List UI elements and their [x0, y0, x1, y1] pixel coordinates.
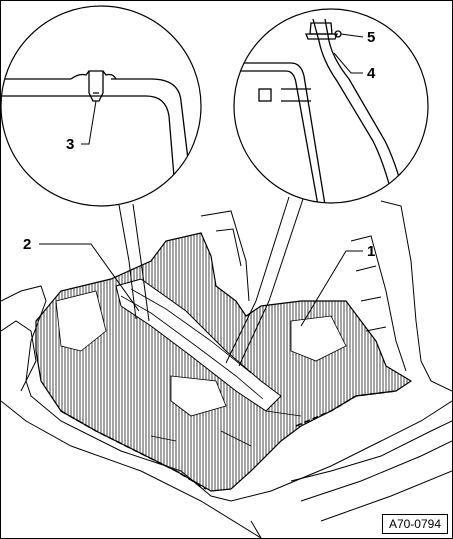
callout-1: 1 [300, 243, 375, 327]
figure-reference-code: A70-0794 [381, 514, 448, 534]
callout-label-4: 4 [367, 65, 376, 82]
callout-4: 4 [333, 52, 376, 82]
callout-label-3: 3 [66, 136, 74, 153]
callout-5: 5 [340, 29, 375, 46]
callout-label-1: 1 [367, 243, 375, 260]
detail-circle-left [1, 5, 202, 207]
detail-leader-lines [118, 196, 304, 367]
detail-circle-right [233, 8, 429, 204]
callout-label-2: 2 [23, 236, 31, 253]
callout-3: 3 [66, 100, 97, 153]
floor-carpet [35, 232, 413, 492]
car-body-outline [1, 200, 452, 538]
callout-label-5: 5 [367, 29, 375, 46]
callout-2: 2 [23, 236, 140, 312]
